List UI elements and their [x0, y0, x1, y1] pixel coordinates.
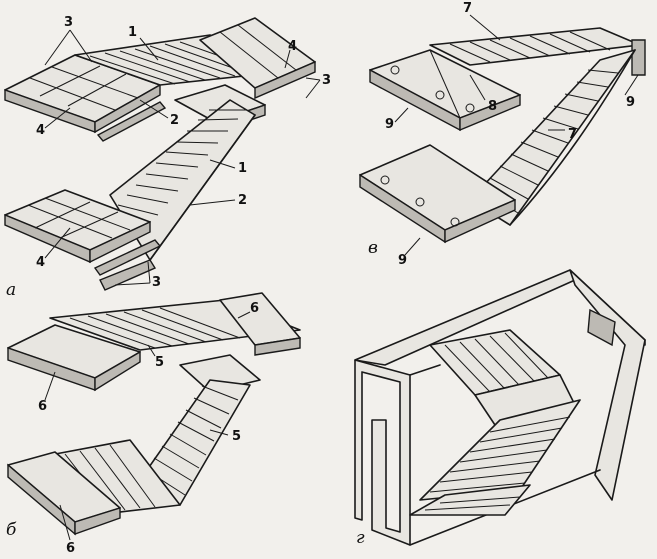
callout-6: 6 [250, 301, 260, 316]
callout-8: 8 [488, 99, 498, 114]
callout-5: 5 [232, 429, 242, 444]
callout-2: 2 [170, 113, 180, 128]
callout-6: 6 [38, 399, 48, 414]
panel-a-leaders [44, 29, 321, 286]
callout-4: 4 [288, 39, 298, 54]
callout-7: 7 [568, 127, 578, 142]
panel-letter-b: б [6, 520, 17, 540]
g-front-wall [354, 359, 411, 546]
panel-letter-v: в [368, 238, 378, 258]
callout-4: 4 [36, 255, 46, 270]
lower-flight-steps [117, 109, 246, 216]
g-bottom-step-run [409, 484, 531, 516]
panel-g-drawing [354, 269, 646, 546]
panel-letter-g: г [356, 528, 365, 548]
callout-9: 9 [626, 95, 636, 110]
panel-letter-a: а [6, 280, 17, 300]
callout-1: 1 [128, 25, 138, 40]
b-mid-landing [179, 354, 261, 393]
callout-4: 4 [36, 123, 46, 138]
g-right-wall [569, 269, 646, 501]
callout-3: 3 [322, 73, 332, 88]
callout-9: 9 [385, 117, 395, 132]
panel-a-drawing [4, 17, 321, 291]
callout-3: 3 [152, 275, 162, 290]
panel-v-drawing [359, 14, 646, 256]
callout-5: 5 [155, 355, 165, 370]
callout-7: 7 [463, 1, 473, 16]
callout-3: 3 [64, 15, 74, 30]
callout-1: 1 [238, 161, 248, 176]
panel-b-drawing [7, 292, 301, 541]
callout-6: 6 [66, 541, 76, 556]
callout-9: 9 [398, 253, 408, 268]
callout-2: 2 [238, 193, 248, 208]
